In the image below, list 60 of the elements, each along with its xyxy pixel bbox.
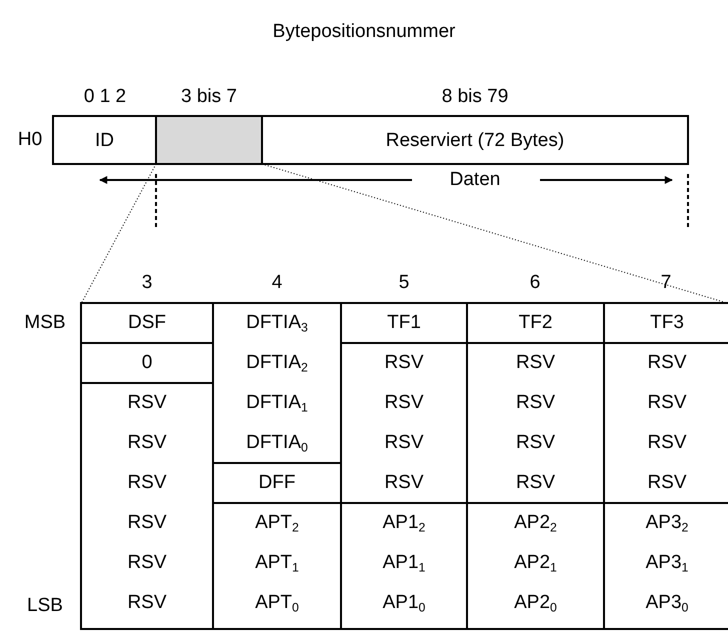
bit-field-label: RSV (647, 392, 687, 414)
bit-field-label: DFTIA$_{1}$ (246, 392, 308, 414)
bit-field-label: AP1$_{1}$ (382, 552, 426, 574)
bit-field-label: RSV (384, 352, 424, 374)
bit-field-label: RSV (647, 432, 687, 454)
bit-field-label: RSV (516, 392, 556, 414)
byte-number: 6 (530, 272, 540, 294)
bit-field-label: RSV (127, 512, 167, 534)
bit-order-label: LSB (27, 595, 63, 617)
byte-number: 3 (142, 272, 152, 294)
bit-field-label: DFTIA$_{2}$ (246, 352, 308, 374)
bit-field-label: RSV (127, 592, 167, 614)
bit-field-label: DFF (258, 472, 296, 494)
bit-field-label: AP2$_{1}$ (514, 552, 557, 574)
bit-field-label: APT$_{2}$ (255, 512, 299, 534)
bit-field-label: RSV (127, 392, 167, 414)
bit-field-label: Reserviert (72 Bytes) (386, 130, 564, 152)
bit-field-label: AP3$_{0}$ (646, 592, 688, 614)
bit-field-box (80, 302, 214, 344)
row-label: H0 (18, 129, 42, 151)
byte-number: 0 1 2 (84, 86, 126, 108)
bit-field-label: ID (95, 130, 114, 152)
field-box (261, 115, 689, 165)
byte-number: 8 bis 79 (442, 86, 508, 108)
highlighted-byte-box (155, 115, 263, 165)
bit-field-label: RSV (127, 472, 167, 494)
bit-field-label: DSF (128, 312, 166, 334)
byte-number: 7 (660, 272, 672, 294)
byte-number: 5 (398, 272, 410, 294)
zoom-line (80, 164, 156, 304)
bit-order-label: MSB (24, 312, 66, 334)
bit-field-label: RSV (127, 552, 167, 574)
bit-field-label: AP3$_{2}$ (646, 512, 688, 534)
data-span-label: Daten (450, 169, 500, 191)
bit-field-label: TF2 (518, 312, 552, 334)
bit-field-label: AP1$_{2}$ (382, 512, 426, 534)
bit-field-label: DFTIA$_{3}$ (246, 312, 308, 334)
bit-field-label: AP3$_{1}$ (646, 552, 688, 574)
bit-field-label: AP2$_{0}$ (514, 592, 557, 614)
bit-field-label: DFTIA$_{0}$ (246, 432, 308, 454)
byte-number: 4 (272, 272, 282, 294)
bit-field-label: RSV (516, 352, 556, 374)
bit-field-label: RSV (384, 392, 424, 414)
bit-field-label: APT$_{0}$ (255, 592, 299, 614)
bit-field-label: RSV (384, 432, 424, 454)
heading: Bytepositionsnummer (272, 21, 456, 43)
bit-field-label: 0 (142, 352, 152, 374)
bit-field-label: RSV (516, 472, 556, 494)
bit-field-label: AP2$_{2}$ (514, 512, 557, 534)
bit-field-label: RSV (516, 432, 556, 454)
bit-field-label: AP1$_{0}$ (382, 592, 426, 614)
bit-field-label: RSV (384, 472, 424, 494)
bit-field-label: RSV (647, 352, 687, 374)
bit-field-label: TF3 (650, 312, 684, 334)
bit-field-label: RSV (647, 472, 687, 494)
bit-field-label: APT$_{1}$ (255, 552, 299, 574)
bit-field-label: TF1 (387, 312, 421, 334)
bit-field-label: RSV (127, 432, 167, 454)
byte-number: 3 bis 7 (181, 86, 237, 108)
bit-field-box (80, 382, 214, 630)
